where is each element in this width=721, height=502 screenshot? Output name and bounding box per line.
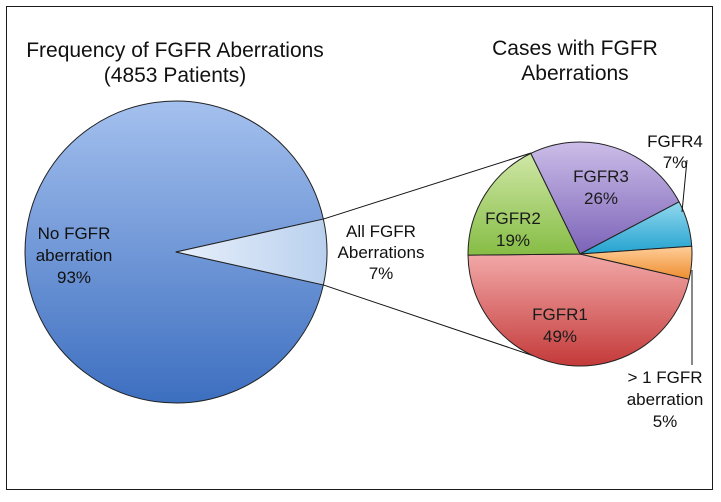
slice-fgfr2	[467, 152, 581, 256]
slice-label-multi-1: > 1 FGFR	[627, 368, 702, 387]
overall-title-line-2: (4853 Patients)	[104, 64, 246, 87]
slice-label-multi-2: aberration	[627, 390, 704, 409]
slice-fgfr3	[530, 141, 680, 255]
slice-label-fgfr3-2: 26%	[584, 189, 618, 208]
slice-label-fgfr3-1: FGFR3	[573, 167, 629, 186]
slice-label-fgfr4-1: FGFR4	[647, 132, 703, 151]
slice-label-no-fgfr-1: No FGFR	[38, 224, 111, 243]
breakdown-title-line-2: Aberrations	[521, 62, 628, 85]
slice-label-fgfr2-2: 19%	[496, 231, 530, 250]
slice-no-fgfr	[24, 100, 324, 404]
slice-label-multi-3: 5%	[653, 412, 678, 431]
slice-label-all-fgfr-3: 7%	[369, 264, 394, 283]
slice-label-fgfr2-1: FGFR2	[485, 209, 541, 228]
slice-label-all-fgfr-2: Aberrations	[338, 243, 425, 262]
breakdown-pie	[467, 141, 693, 367]
slice-label-all-fgfr-1: All FGFR	[346, 222, 416, 241]
slice-label-fgfr4-2: 7%	[663, 153, 688, 172]
overall-title-line-1: Frequency of FGFR Aberrations	[26, 39, 324, 62]
slice-all-fgfr	[175, 218, 328, 286]
breakdown-title-line-1: Cases with FGFR	[492, 37, 658, 60]
slice-label-no-fgfr-2: aberration	[36, 246, 113, 265]
fgfr4-leader-line	[681, 159, 688, 213]
slice-fgfr1	[467, 253, 690, 367]
slice-multi-fgfr	[579, 245, 693, 280]
overall-pie	[24, 100, 328, 404]
slice-label-fgfr1-1: FGFR1	[532, 305, 588, 324]
connector-line-top	[323, 152, 532, 220]
slice-label-no-fgfr-3: 93%	[57, 268, 91, 287]
connector-line-bottom	[323, 284, 535, 357]
slice-label-fgfr1-2: 49%	[543, 327, 577, 346]
